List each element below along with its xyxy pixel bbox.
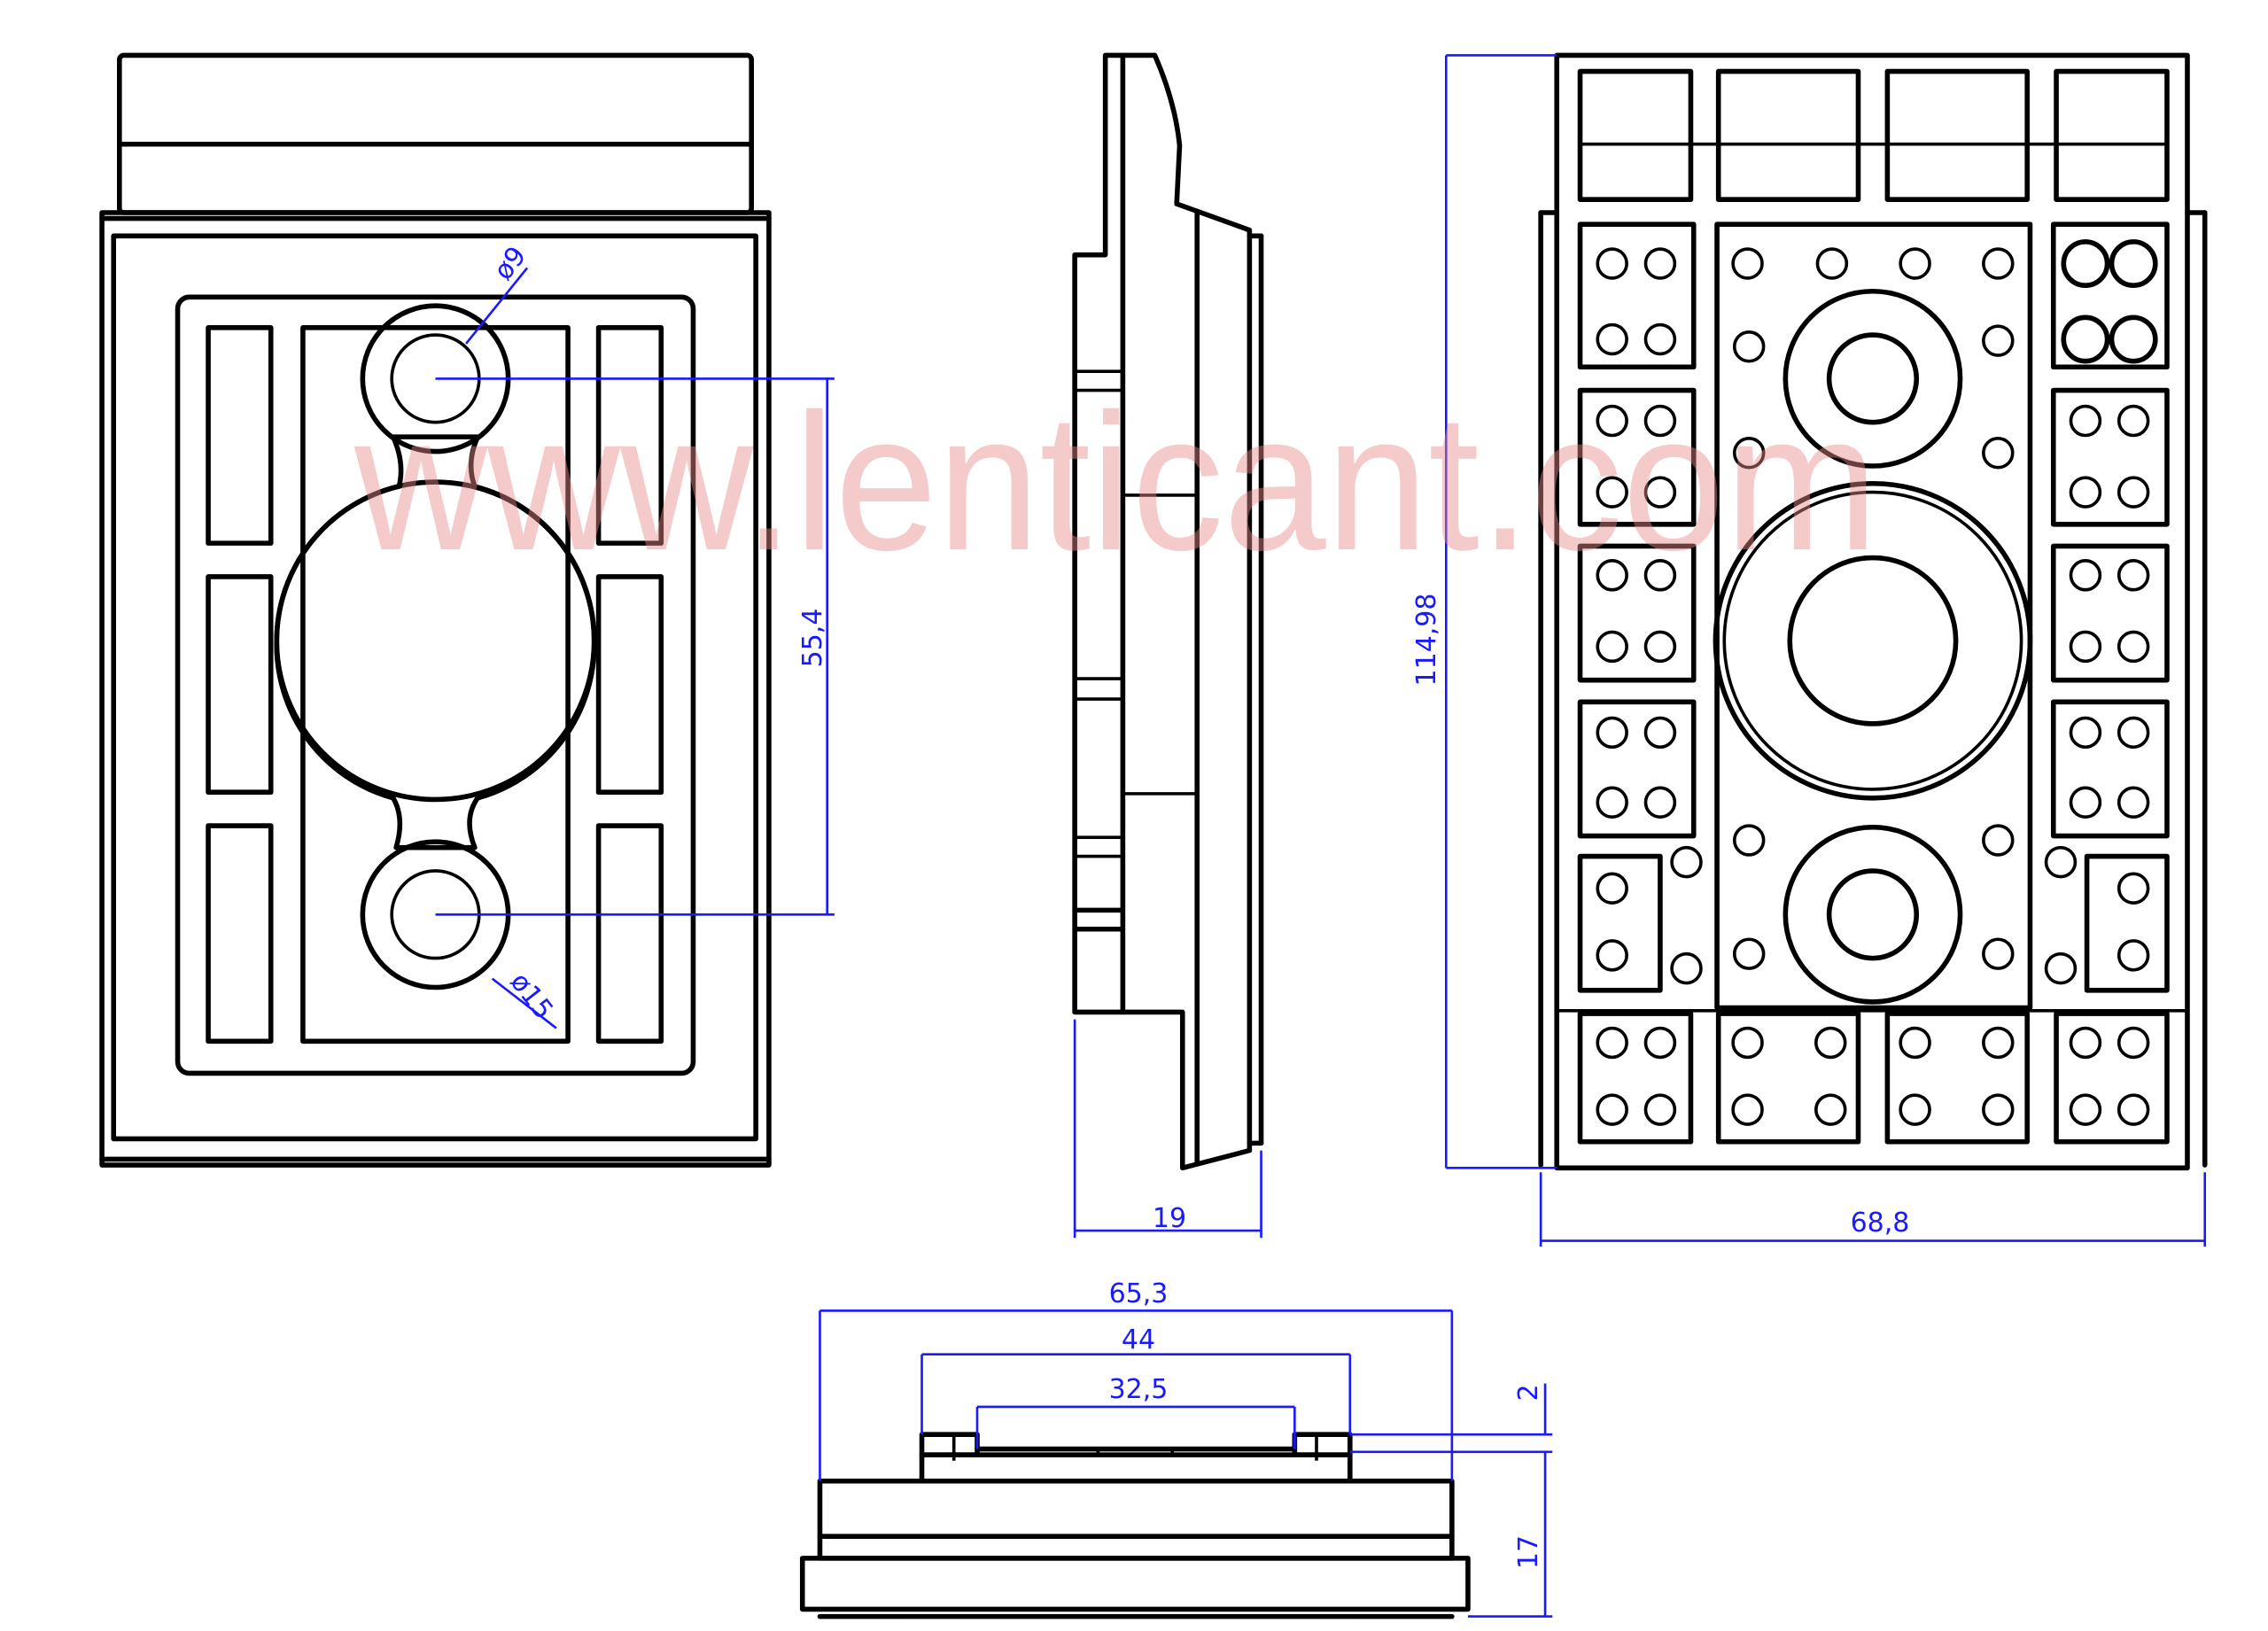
bottom-view: [799, 1309, 1553, 1619]
dim-bottom-width-outer: 65,3: [1109, 1278, 1169, 1309]
dim-side-depth: 19: [1153, 1203, 1186, 1234]
watermark-text: www.lenticant.com: [353, 373, 1878, 591]
dim-hole-small-dia: ø9: [488, 241, 533, 286]
dim-total-width: 68,8: [1851, 1208, 1910, 1239]
dim-bottom-width-inner: 32,5: [1109, 1374, 1169, 1405]
dim-bottom-width-mid: 44: [1122, 1324, 1155, 1355]
back-view: [1444, 52, 2208, 1247]
dim-bottom-height: 17: [1513, 1535, 1544, 1569]
dim-total-height: 114,98: [1411, 594, 1442, 687]
dim-hole-large-dia: ø15: [504, 967, 559, 1025]
dim-bottom-step: 2: [1513, 1384, 1544, 1401]
front-view: [99, 52, 835, 1168]
dim-hole-spacing: 55,4: [797, 609, 828, 668]
side-view: [1072, 52, 1264, 1239]
